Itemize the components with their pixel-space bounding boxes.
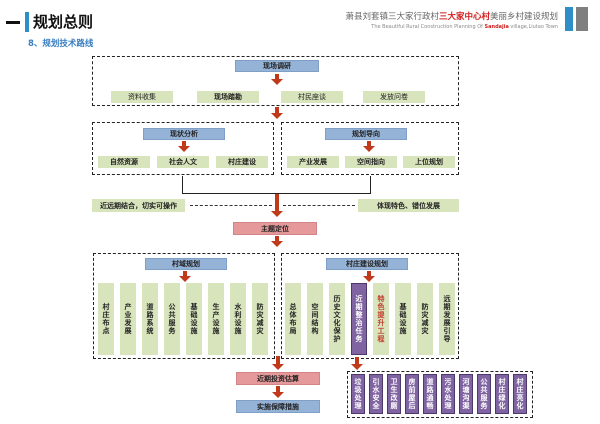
- village-area-group: [93, 253, 275, 359]
- theme-box: 主题定位: [233, 222, 317, 235]
- village-construction-item-3: 近期整治任务: [351, 283, 367, 355]
- village-construction-item-7: 远期发展引导: [439, 283, 455, 355]
- guidance-item-0: 产业发展: [287, 156, 339, 168]
- subsection-title: 8、规划技术路线: [28, 39, 94, 49]
- village-construction-item-5: 基础设施: [395, 283, 411, 355]
- survey-item-2: 村民座谈: [281, 91, 343, 103]
- survey-group: [92, 56, 459, 106]
- village-construction-item-0: 总体布局: [285, 283, 301, 355]
- header-blue-block: [565, 7, 573, 31]
- survey-item-3: 发放问卷: [363, 91, 425, 103]
- project-title: 萧县刘套镇三大家行政村三大家中心村美丽乡村建设规划: [345, 10, 558, 22]
- guidance-item-1: 空间指向: [345, 156, 397, 168]
- safeguard-box: 实施保障措施: [236, 400, 320, 413]
- village-area-item-7: 防灾减灾: [252, 283, 268, 355]
- project-subtitle-highlight: Sandajia: [484, 24, 509, 30]
- village-construction-item-1: 空间结构: [307, 283, 323, 355]
- guidance-title-box: 规划导向: [325, 128, 407, 140]
- project-title-part2: 美丽乡村建设规划: [489, 12, 558, 22]
- analysis-item-1: 社会人文: [157, 156, 209, 168]
- village-area-item-1: 产业发展: [120, 283, 136, 355]
- project-subtitle: The Beautiful Rural Construction Plannin…: [371, 24, 558, 30]
- village-area-item-0: 村庄布点: [98, 283, 114, 355]
- analysis-item-2: 村庄建设: [216, 156, 268, 168]
- section-title: 规划总则: [33, 13, 94, 31]
- near-term-task-2: 卫生改厕: [387, 374, 401, 414]
- title-accent-bar: [25, 12, 29, 32]
- village-area-item-4: 基础设施: [186, 283, 202, 355]
- near-term-task-9: 村庄亮化: [513, 374, 527, 414]
- village-area-item-6: 水利设施: [230, 283, 246, 355]
- project-subtitle-part1: The Beautiful Rural Construction Plannin…: [371, 24, 483, 30]
- project-subtitle-part2: village,Liutao Town: [510, 24, 558, 30]
- near-term-task-3: 房前屋后: [405, 374, 419, 414]
- principle-right: 体现特色、错位发展: [358, 199, 459, 212]
- guidance-item-2: 上位规划: [403, 156, 455, 168]
- principle-right-dash: [283, 205, 355, 206]
- village-area-item-5: 生产设施: [208, 283, 224, 355]
- analysis-group: [92, 122, 274, 175]
- guidance-group: [281, 122, 459, 175]
- analysis-item-0: 自然资源: [98, 156, 150, 168]
- near-term-task-4: 道路通畅: [423, 374, 437, 414]
- village-area-item-2: 道路系统: [142, 283, 158, 355]
- near-term-task-7: 公共服务: [477, 374, 491, 414]
- principle-left: 近远期结合，切实可操作: [92, 199, 185, 212]
- project-title-part1: 萧县刘套镇三大家行政村: [345, 12, 439, 22]
- near-term-tasks-group: [347, 371, 533, 418]
- investment-box: 近期投资估算: [236, 372, 320, 385]
- analysis-title-box: 现状分析: [143, 128, 225, 140]
- village-construction-item-2: 历史文化保护: [329, 283, 345, 355]
- survey-item-1: 现场踏勘: [197, 91, 259, 103]
- near-term-task-5: 污水处理: [441, 374, 455, 414]
- village-construction-title-box: 村庄建设规划: [326, 258, 408, 270]
- near-term-task-8: 村庄绿化: [495, 374, 509, 414]
- survey-title-box: 现场调研: [235, 60, 319, 72]
- village-construction-item-4: 特色提升工程: [373, 283, 389, 355]
- principle-left-dash: [190, 205, 272, 206]
- village-construction-item-6: 防灾减灾: [417, 283, 433, 355]
- village-construction-group: [281, 253, 459, 359]
- near-term-task-6: 河塘沟渠: [459, 374, 473, 414]
- header-gray-block: [576, 7, 588, 31]
- village-area-item-3: 公共服务: [164, 283, 180, 355]
- near-term-task-1: 引水安全: [369, 374, 383, 414]
- survey-item-0: 资料收集: [111, 91, 173, 103]
- village-area-title-box: 村域规划: [145, 258, 227, 270]
- project-title-highlight: 三大家中心村: [438, 12, 490, 22]
- connector-right-vert: [370, 176, 371, 193]
- connector-left-vert: [182, 176, 183, 193]
- connector-horizontal: [182, 193, 371, 194]
- near-term-task-0: 垃圾处理: [351, 374, 365, 414]
- title-dash: [6, 21, 20, 24]
